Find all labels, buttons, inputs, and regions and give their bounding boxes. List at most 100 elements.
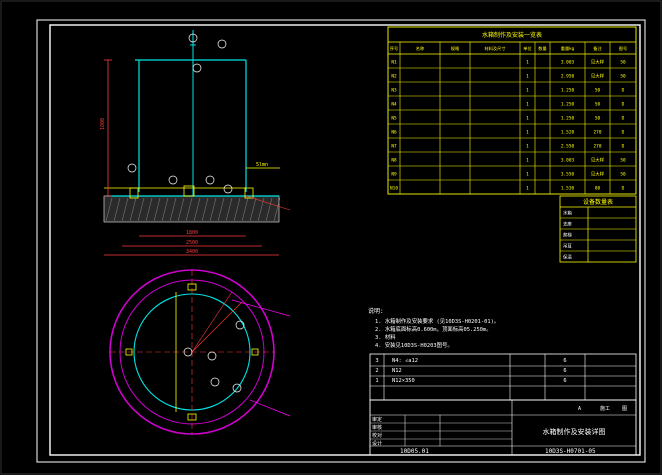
main-table-cell: N5 [391, 116, 397, 122]
main-table-cell: 1.250 [561, 116, 575, 122]
hatch-stroke [161, 197, 169, 222]
main-table-cell: D [622, 88, 625, 94]
hatch-stroke [153, 197, 161, 222]
main-table-cell: 1.250 [561, 102, 575, 108]
hatch-stroke [273, 197, 281, 222]
main-table-cell: N9 [391, 172, 397, 178]
drawing-name: 水箱制作及安装详图 [543, 427, 606, 436]
callout-left [127, 163, 137, 173]
main-table-cell: N2 [391, 74, 397, 80]
hatch-stroke [185, 197, 193, 222]
main-table-cell: 1 [526, 186, 529, 192]
support-left [129, 187, 139, 199]
right-leader [245, 195, 291, 211]
notes-title: 说明: [368, 307, 384, 315]
small-table-cell: 爬梯 [563, 232, 572, 239]
small-table-title: 设备数量表 [583, 198, 613, 206]
hatch-stroke [121, 197, 129, 222]
plan-support-left [125, 348, 133, 356]
outer-frame [36, 19, 646, 463]
main-table-cell: N7 [391, 144, 397, 150]
plan-leader-bottom [249, 399, 291, 417]
main-table-cell: 50 [595, 116, 601, 122]
main-table-header-cell: 序号 [390, 45, 398, 52]
plan-support-bottom [187, 413, 197, 421]
main-table-cell: 1.520 [561, 130, 575, 136]
title-block-border [369, 399, 637, 456]
revision: A [578, 406, 581, 412]
small-table-cell: 支座 [563, 221, 572, 228]
main-table-cell: N1 [391, 60, 397, 66]
main-table-header-cell: 单位 [523, 45, 531, 52]
plan-support-right [251, 348, 259, 356]
part-name: N4: ∠a12 [392, 358, 418, 364]
main-table-cell: D [622, 130, 625, 136]
hatch-stroke [137, 197, 145, 222]
tb-label-3: 校对 [372, 432, 382, 439]
main-table-cell: D [622, 186, 625, 192]
plan-callout-2 [235, 320, 245, 330]
main-table-cell: 50 [620, 60, 626, 66]
main-table-header-cell: 规格 [451, 45, 460, 52]
main-table-cell: N8 [391, 158, 397, 164]
main-table-cell: 3.550 [561, 172, 575, 178]
title-block: 审定 审核 校对 设计 水箱制作及安装详图 10D05.01 10D3S-H07… [369, 399, 637, 456]
part-name: N12 [392, 368, 402, 374]
main-table-cell: 1.530 [561, 186, 575, 192]
tb-label-4: 设计 [372, 440, 382, 447]
small-table-cell: 水箱 [563, 210, 572, 217]
plan-view [109, 269, 291, 435]
main-table-cell: 1 [526, 130, 529, 136]
callout-mid-right [205, 175, 215, 185]
callout-top-right [217, 39, 227, 49]
dim-text-2: 2500 [186, 240, 198, 246]
main-table-cell: 见大样 [591, 73, 605, 80]
hatch-stroke [145, 197, 153, 222]
hatch-stroke [113, 197, 121, 222]
stage-label: 施工 [600, 405, 610, 412]
plan-leader-top [231, 299, 291, 317]
main-table-grid [388, 42, 636, 194]
hatch-stroke [105, 197, 113, 222]
notes: 说明: 1. 水箱制作及安装要求 (见10D3S-H0201-01)。 2. 水… [368, 307, 499, 349]
part-qty: 6 [563, 358, 566, 364]
hatch-stroke [249, 197, 257, 222]
main-table-cell: 50 [620, 172, 626, 178]
main-table-header-cell: 备注 [593, 45, 602, 52]
main-table-header-cell: 材料及尺寸 [485, 45, 506, 52]
main-table-cell: D [622, 144, 625, 150]
small-table-cell: 吊耳 [563, 244, 572, 250]
main-table-title: 水箱制作及安装一览表 [482, 31, 542, 39]
inner-frame [49, 24, 641, 456]
hatch-stroke [257, 197, 265, 222]
main-table-cell: 270 [594, 144, 602, 150]
hatch-stroke [233, 197, 241, 222]
main-table-cell: 1 [526, 144, 529, 150]
support-center [183, 185, 195, 197]
main-table-cell: 3.003 [561, 158, 575, 164]
callout-top [188, 33, 198, 43]
hatch-stroke [201, 197, 209, 222]
main-table-header-cell: 数量 [538, 45, 546, 52]
main-table-cell: 见大样 [591, 171, 605, 178]
main-table-cell: 1 [526, 116, 529, 122]
main-table-cell: 1 [526, 74, 529, 80]
main-table-cell: 1 [526, 102, 529, 108]
elevation-view: 1800 1800 2500 3400 5lmn [100, 30, 291, 256]
part-name: N12×350 [392, 378, 415, 384]
main-table-cell: 2.950 [561, 74, 575, 80]
small-table-cell: 保温 [563, 254, 572, 261]
callout-right [223, 184, 233, 194]
main-table-cell: 270 [594, 130, 602, 136]
height-dim-text: 1800 [100, 118, 106, 130]
main-table-cell: 2.550 [561, 144, 575, 150]
main-table-cell: 1 [526, 158, 529, 164]
dim-text-1: 1800 [186, 230, 198, 236]
main-table-cell: D [622, 116, 625, 122]
hatch-stroke [217, 197, 225, 222]
hatch-stroke [193, 197, 201, 222]
